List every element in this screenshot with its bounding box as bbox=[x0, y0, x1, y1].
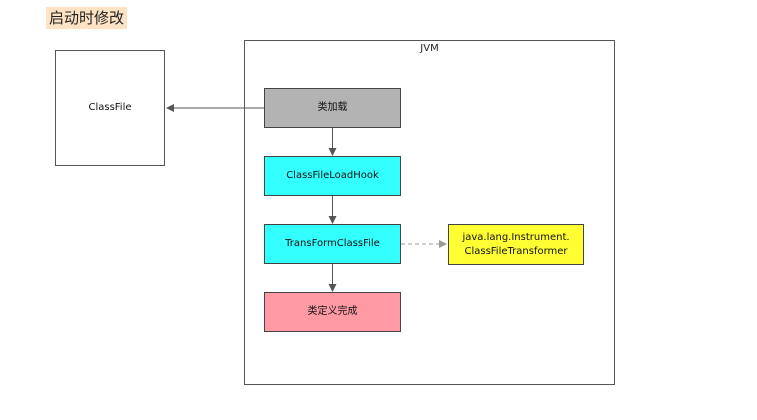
transform-classfile-node: TransFormClassFile bbox=[264, 224, 401, 264]
class-load-label: 类加载 bbox=[317, 102, 348, 113]
jvm-label: JVM bbox=[420, 43, 439, 54]
classfile-transformer-label: java.lang.Instrument. ClassFileTransform… bbox=[462, 231, 570, 257]
transform-classfile-label: TransFormClassFile bbox=[285, 238, 380, 249]
classfile-transformer-node: java.lang.Instrument. ClassFileTransform… bbox=[448, 224, 584, 265]
classfile-node: ClassFile bbox=[55, 50, 165, 166]
class-load-node: 类加载 bbox=[264, 88, 401, 128]
class-define-done-label: 类定义完成 bbox=[307, 306, 358, 317]
classfile-load-hook-label: ClassFileLoadHook bbox=[286, 170, 379, 181]
page-title: 启动时修改 bbox=[46, 7, 128, 29]
class-define-done-node: 类定义完成 bbox=[264, 292, 401, 332]
classfile-load-hook-node: ClassFileLoadHook bbox=[264, 156, 401, 196]
classfile-label: ClassFile bbox=[88, 102, 132, 113]
